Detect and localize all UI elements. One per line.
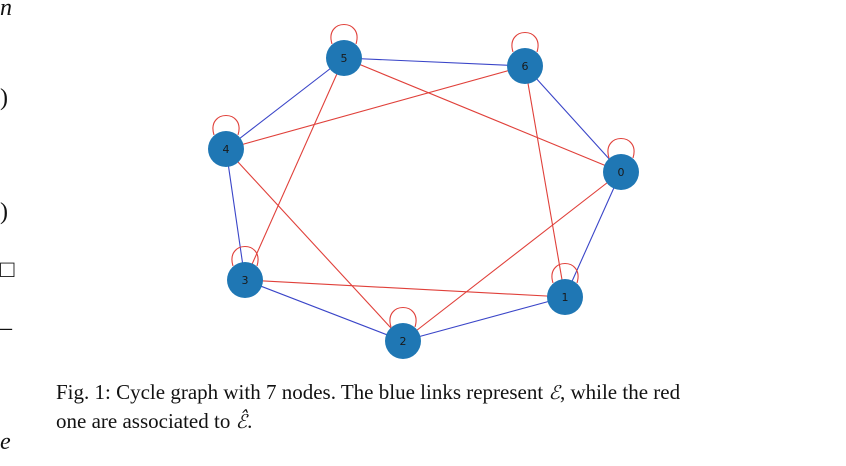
symbol-edge-set: ℰ [548,382,560,404]
node-label-5: 5 [341,52,348,65]
blue-edge-0-1 [564,171,622,298]
node-label-3: 3 [242,274,249,287]
red-edge-0-2 [402,171,622,342]
caption-line2-end: . [247,409,253,433]
node-label-1: 1 [562,291,569,304]
graph-node-2 [385,323,421,359]
caption-line1-end: , while the red [559,380,681,404]
margin-glyph-3: ) [0,199,8,225]
red-edge-1-6 [524,65,566,298]
node-label-6: 6 [522,60,529,73]
node-label-4: 4 [223,143,230,156]
blue-edge-4-5 [225,57,345,150]
self-loop-1 [551,262,579,284]
red-edge-2-4 [225,148,404,342]
blue-edge-6-0 [524,65,622,173]
margin-glyph-6: e [0,429,11,455]
red-edge-1-3 [244,279,566,298]
graph-node-0 [603,154,639,190]
self-loop-4 [212,114,240,136]
self-loop-2 [389,306,417,328]
graph-node-3 [227,262,263,298]
graph-node-6 [507,48,543,84]
graph-node-5 [326,40,362,76]
margin-glyph-2: ) [0,85,8,111]
margin-glyph-4: □ [0,257,15,283]
red-edge-0-5 [343,57,622,173]
red-edge-3-5 [244,57,345,281]
node-label-2: 2 [400,335,407,348]
cycle-graph-figure: 0 1 2 3 4 5 6 [208,23,639,359]
caption-line2-text: one are associated to [56,409,236,433]
node-label-0: 0 [618,166,625,179]
self-loop-6 [511,31,539,53]
margin-glyph-5: – [0,315,12,341]
figure-caption: Fig. 1: Cycle graph with 7 nodes. The bl… [56,378,816,436]
caption-line1-text: Fig. 1: Cycle graph with 7 nodes. The bl… [56,380,549,404]
self-loop-5 [330,23,358,45]
blue-edge-3-4 [225,148,246,281]
graph-node-4 [208,131,244,167]
self-loop-3 [231,245,259,267]
graph-node-1 [547,279,583,315]
self-loop-0 [607,137,635,159]
margin-glyph-1: n [0,0,12,21]
blue-edge-1-2 [402,296,566,342]
blue-edge-5-6 [343,57,526,67]
blue-edge-2-3 [244,279,404,342]
red-edge-4-6 [225,65,526,150]
symbol-edge-set-hat: ℰ̂ [235,411,248,433]
